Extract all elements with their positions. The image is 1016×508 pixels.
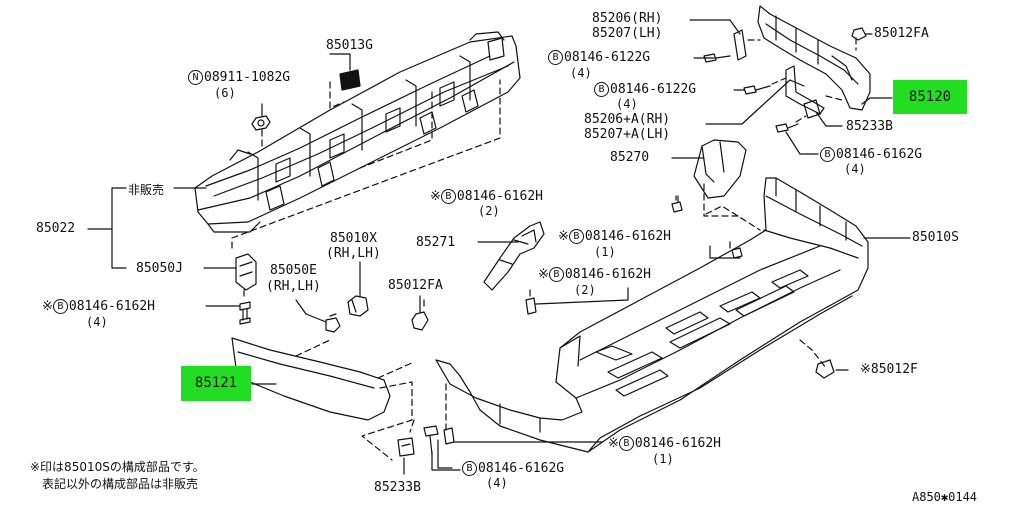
label-85206-rh: 85206(RH) [592, 11, 663, 26]
label-not-for-sale: 非販売 [128, 183, 165, 197]
qty-08146-6162h-a: (2) [478, 204, 500, 218]
star-mark-icon: ※ [608, 436, 619, 451]
leader-lines [87, 19, 911, 475]
label-85233b-top: 85233B [846, 119, 893, 134]
label-85022: 85022 [36, 221, 76, 236]
footnote-line-1: ※印は85010Sの構成部品です。 [30, 460, 205, 474]
qty-08146-6162g-bottom: (4) [486, 476, 508, 490]
star-mark-icon: ※ [42, 299, 53, 314]
clip-85050e [325, 313, 341, 333]
part-number: 08146-6162H [564, 267, 651, 282]
qty-08146-6162h-c: (2) [574, 283, 596, 297]
stay-85207 [733, 29, 747, 61]
bolt-left [239, 301, 251, 325]
bumper-reinforcement-85022 [194, 31, 521, 233]
label-85050e-side: (RH,LH) [266, 279, 321, 294]
b-mark-icon: B [462, 461, 477, 476]
label-85010x: 85010X [330, 231, 377, 246]
label-85050e: 85050E [270, 263, 317, 278]
clip-85012fa-mid [411, 311, 429, 331]
label-85012fa-top: 85012FA [874, 26, 929, 41]
label-85271: 85271 [416, 235, 456, 250]
b-mark-icon: B [548, 50, 563, 65]
qty-08146-6122g-b: (4) [616, 97, 638, 111]
label-85121: 85121 [181, 366, 251, 401]
part-number: 08146-6162H [456, 189, 543, 204]
bracket-85233b-top [803, 99, 821, 119]
label-85270: 85270 [610, 150, 650, 165]
guide-lines-lower-left [295, 339, 415, 461]
guide-lines-left [231, 79, 501, 309]
guide-lines-top-right [703, 37, 857, 217]
star-mark-icon: ※ [538, 267, 549, 282]
bracket-85050j [235, 253, 257, 291]
side-fascia-85121 [231, 337, 391, 421]
label-85233b-bottom: 85233B [374, 480, 421, 495]
part-number: 08146-6122G [564, 50, 651, 65]
b-mark-icon: B [618, 436, 634, 451]
bumper-main-85010s [435, 177, 869, 453]
label-85012fa-mid: 85012FA [388, 278, 443, 293]
cap-85010x [347, 295, 369, 317]
bracket-85271 [483, 221, 545, 291]
bracket-85233b-bottom [397, 437, 415, 457]
bolts-top [703, 27, 867, 133]
qty-08911-1082g: (6) [214, 86, 236, 100]
b-mark-icon: B [548, 267, 564, 282]
part-number: 08146-6122G [610, 82, 697, 97]
label-85010x-side: (RH,LH) [326, 246, 381, 261]
b-mark-icon: B [594, 82, 609, 97]
part-number: 08911-1082G [204, 70, 291, 85]
part-number: 08146-6162G [478, 461, 565, 476]
star-mark-icon: ※ [430, 189, 441, 204]
label-85207a-lh: 85207+A(LH) [584, 127, 671, 142]
footnote-line-2: 表記以外の構成部品は非販売 [42, 477, 199, 491]
qty-08146-6162h-d: (4) [86, 315, 108, 329]
part-number: 85012F [870, 362, 918, 377]
bracket-85206a [785, 65, 825, 115]
part-number: 08146-6162H [584, 229, 671, 244]
part-number: 08146-6162G [836, 147, 923, 162]
part-number: 08146-6162H [634, 436, 721, 451]
label-85013g: 85013G [326, 38, 373, 53]
bolt-bottom [423, 425, 461, 471]
b-mark-icon: B [440, 189, 456, 204]
qty-08146-6162h-b: (1) [594, 245, 616, 259]
pad-85013g [339, 69, 361, 91]
b-mark-icon: B [52, 299, 68, 314]
guide-lines-main [445, 195, 827, 431]
qty-08146-6162h-e: (1) [652, 452, 674, 466]
qty-08146-6162g-top: (4) [844, 162, 866, 176]
label-85207-lh: 85207(LH) [592, 26, 663, 41]
diagram-code: A850✱0144 [912, 490, 978, 504]
label-85012f: ※85012F [860, 363, 918, 377]
b-mark-icon: B [568, 229, 584, 244]
label-85206a-rh: 85206+A(RH) [584, 112, 671, 127]
part-number: 08146-6162H [68, 299, 155, 314]
nut-08911 [251, 115, 271, 131]
star-mark-icon: ※ [860, 362, 871, 377]
b-mark-icon: B [820, 147, 835, 162]
label-85010s: 85010S [912, 230, 959, 245]
label-85120: 85120 [893, 80, 967, 114]
label-85050j: 85050J [136, 261, 183, 276]
bracket-85206 [757, 5, 871, 111]
bracket-85270 [693, 139, 747, 199]
star-mark-icon: ※ [558, 229, 569, 244]
qty-08146-6122g-a: (4) [570, 66, 592, 80]
n-mark-icon: N [188, 70, 203, 85]
